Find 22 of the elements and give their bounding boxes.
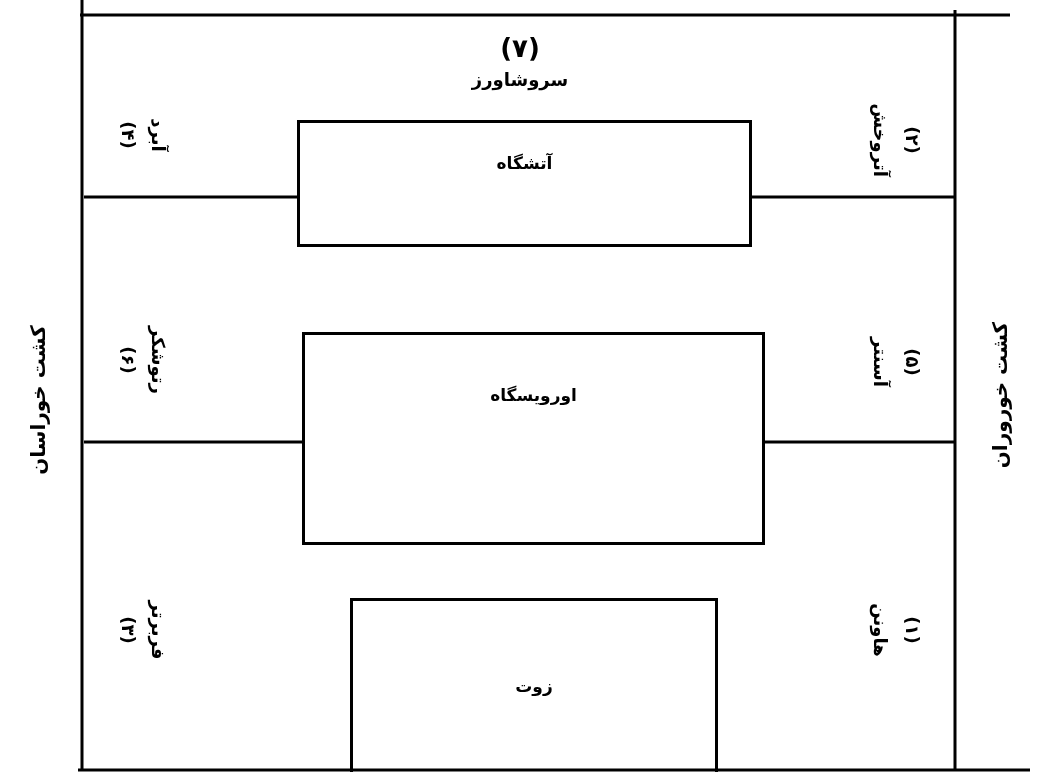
room-label: آتشگاه xyxy=(495,153,554,173)
station-name: سروشاورز xyxy=(471,71,569,89)
side-label: کشت خوروران xyxy=(990,321,1010,469)
station-name: فربرتر xyxy=(149,600,167,660)
station-number: (۲) xyxy=(903,126,921,154)
station-name: رتوشکر xyxy=(149,326,167,394)
room-label: زوت xyxy=(514,676,554,696)
station-number: (۳) xyxy=(119,616,137,644)
station-number: (۵) xyxy=(903,348,921,376)
side-label: کشت خوراسان xyxy=(28,325,48,475)
station-name: آتروخش xyxy=(871,103,889,177)
station-number: (۴) xyxy=(119,121,137,149)
room-box xyxy=(297,120,752,247)
room-box xyxy=(350,598,718,772)
station-number: (۶) xyxy=(119,346,137,374)
station-number: (۷) xyxy=(500,35,540,61)
room-label: اورویسگاه xyxy=(489,385,578,405)
station-number: (۱) xyxy=(903,616,921,644)
station-name: هاونن xyxy=(871,603,889,657)
room-box xyxy=(302,332,765,545)
station-name: آبرد xyxy=(149,118,167,152)
station-name: آسنتر xyxy=(871,337,889,387)
